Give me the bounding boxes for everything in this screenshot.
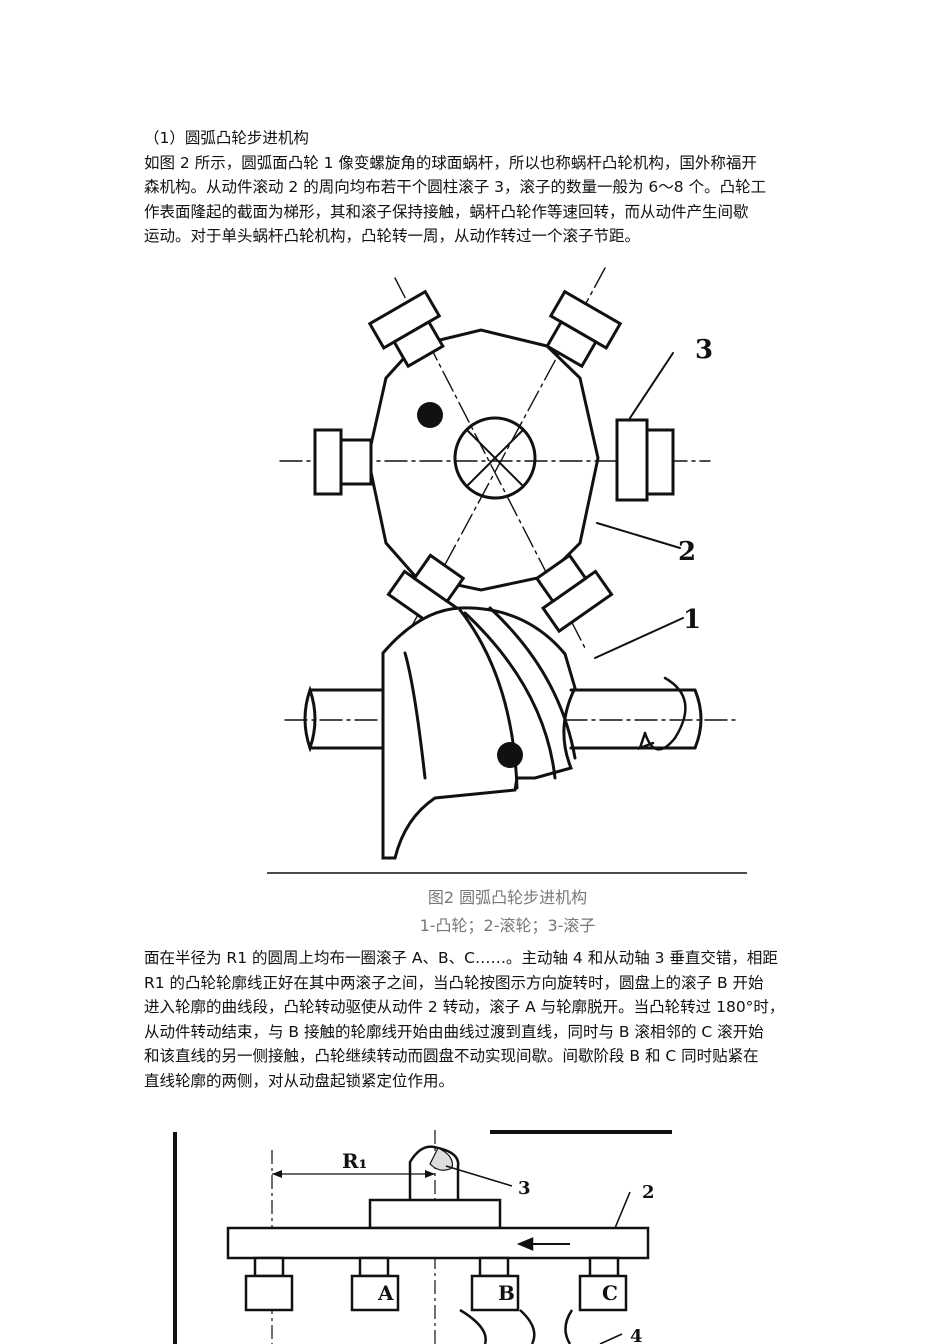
cam-body [381, 606, 577, 860]
text-line: 森机构。从动件滚动 2 的周向均布若干个圆柱滚子 3，滚子的数量一般为 6～8 … [144, 178, 767, 196]
roller-label-a: A [377, 1281, 394, 1305]
figure-label-3: 3 [518, 1178, 531, 1199]
roller-bottom-right [534, 553, 614, 634]
figure-label-3: 3 [695, 335, 713, 365]
marker-dot [497, 742, 523, 768]
section-heading: （1）圆弧凸轮步进机构 [144, 129, 309, 147]
figure-legend: 1-凸轮；2-滚轮；3-滚子 [419, 916, 596, 935]
text-line: 和该直线的另一侧接触，凸轮继续转动而圆盘不动实现间歇。间歇阶段 B 和 C 同时… [144, 1047, 759, 1065]
figure-globoidal-cam-drawing: 3 2 1 [267, 267, 747, 874]
text-line: 从动件转动结束，与 B 接触的轮廓线开始由曲线过渡到直线，同时与 B 滚相邻的 … [144, 1022, 764, 1041]
roller-label-b: B [498, 1281, 515, 1305]
text-line: 直线轮廓的两侧，对从动盘起锁紧定位作用。 [144, 1071, 455, 1090]
text-line: R1 的凸轮轮廓线正好在其中两滚子之间，当凸轮按图示方向旋转时，圆盘上的滚子 B… [144, 973, 764, 992]
roller-label-c: C [602, 1281, 618, 1305]
roller-top-left [367, 289, 445, 369]
text-line: 运动。对于单头蜗杆凸轮机构，凸轮转一周，从动作转过一个滚子节距。 [144, 227, 641, 245]
paragraph-cam-intro: （1）圆弧凸轮步进机构 如图 2 所示，圆弧面凸轮 1 像变螺旋角的球面蜗杆，所… [144, 126, 816, 249]
figure-label-4: 4 [630, 1326, 643, 1344]
figure-label-2: 2 [678, 537, 696, 567]
paragraph-mechanism-description: 面在半径为 R1 的圆周上均布一圈滚子 A、B、C……。主动轴 4 和从动轴 3… [144, 946, 816, 1093]
roller-top-right [545, 289, 623, 369]
text-line: 作表面隆起的截面为梯形，其和滚子保持接触，蜗杆凸轮作等速回转，而从动件产生间歇 [144, 202, 749, 221]
marker-dot [417, 402, 443, 428]
figure-label-1: 1 [683, 605, 701, 635]
text-line: 如图 2 所示，圆弧面凸轮 1 像变螺旋角的球面蜗杆，所以也称蜗杆凸轮机构，国外… [144, 153, 757, 172]
figure-roller-disk-drawing: R₁ 3 2 A B C 4 [173, 1130, 672, 1344]
text-line: 进入轮廓的曲线段，凸轮转动驱使从动件 2 转动，滚子 A 与轮廓脱开。当凸轮转过… [144, 998, 785, 1016]
text-line: 面在半径为 R1 的圆周上均布一圈滚子 A、B、C……。主动轴 4 和从动轴 3… [144, 949, 778, 967]
roller-left [313, 428, 373, 496]
drive-shaft [308, 688, 697, 750]
figure-label-r1: R₁ [342, 1149, 367, 1173]
figure-label-2: 2 [642, 1182, 655, 1203]
figure-caption: 图2 圆弧凸轮步进机构 [427, 888, 588, 907]
roller-right [615, 418, 675, 502]
